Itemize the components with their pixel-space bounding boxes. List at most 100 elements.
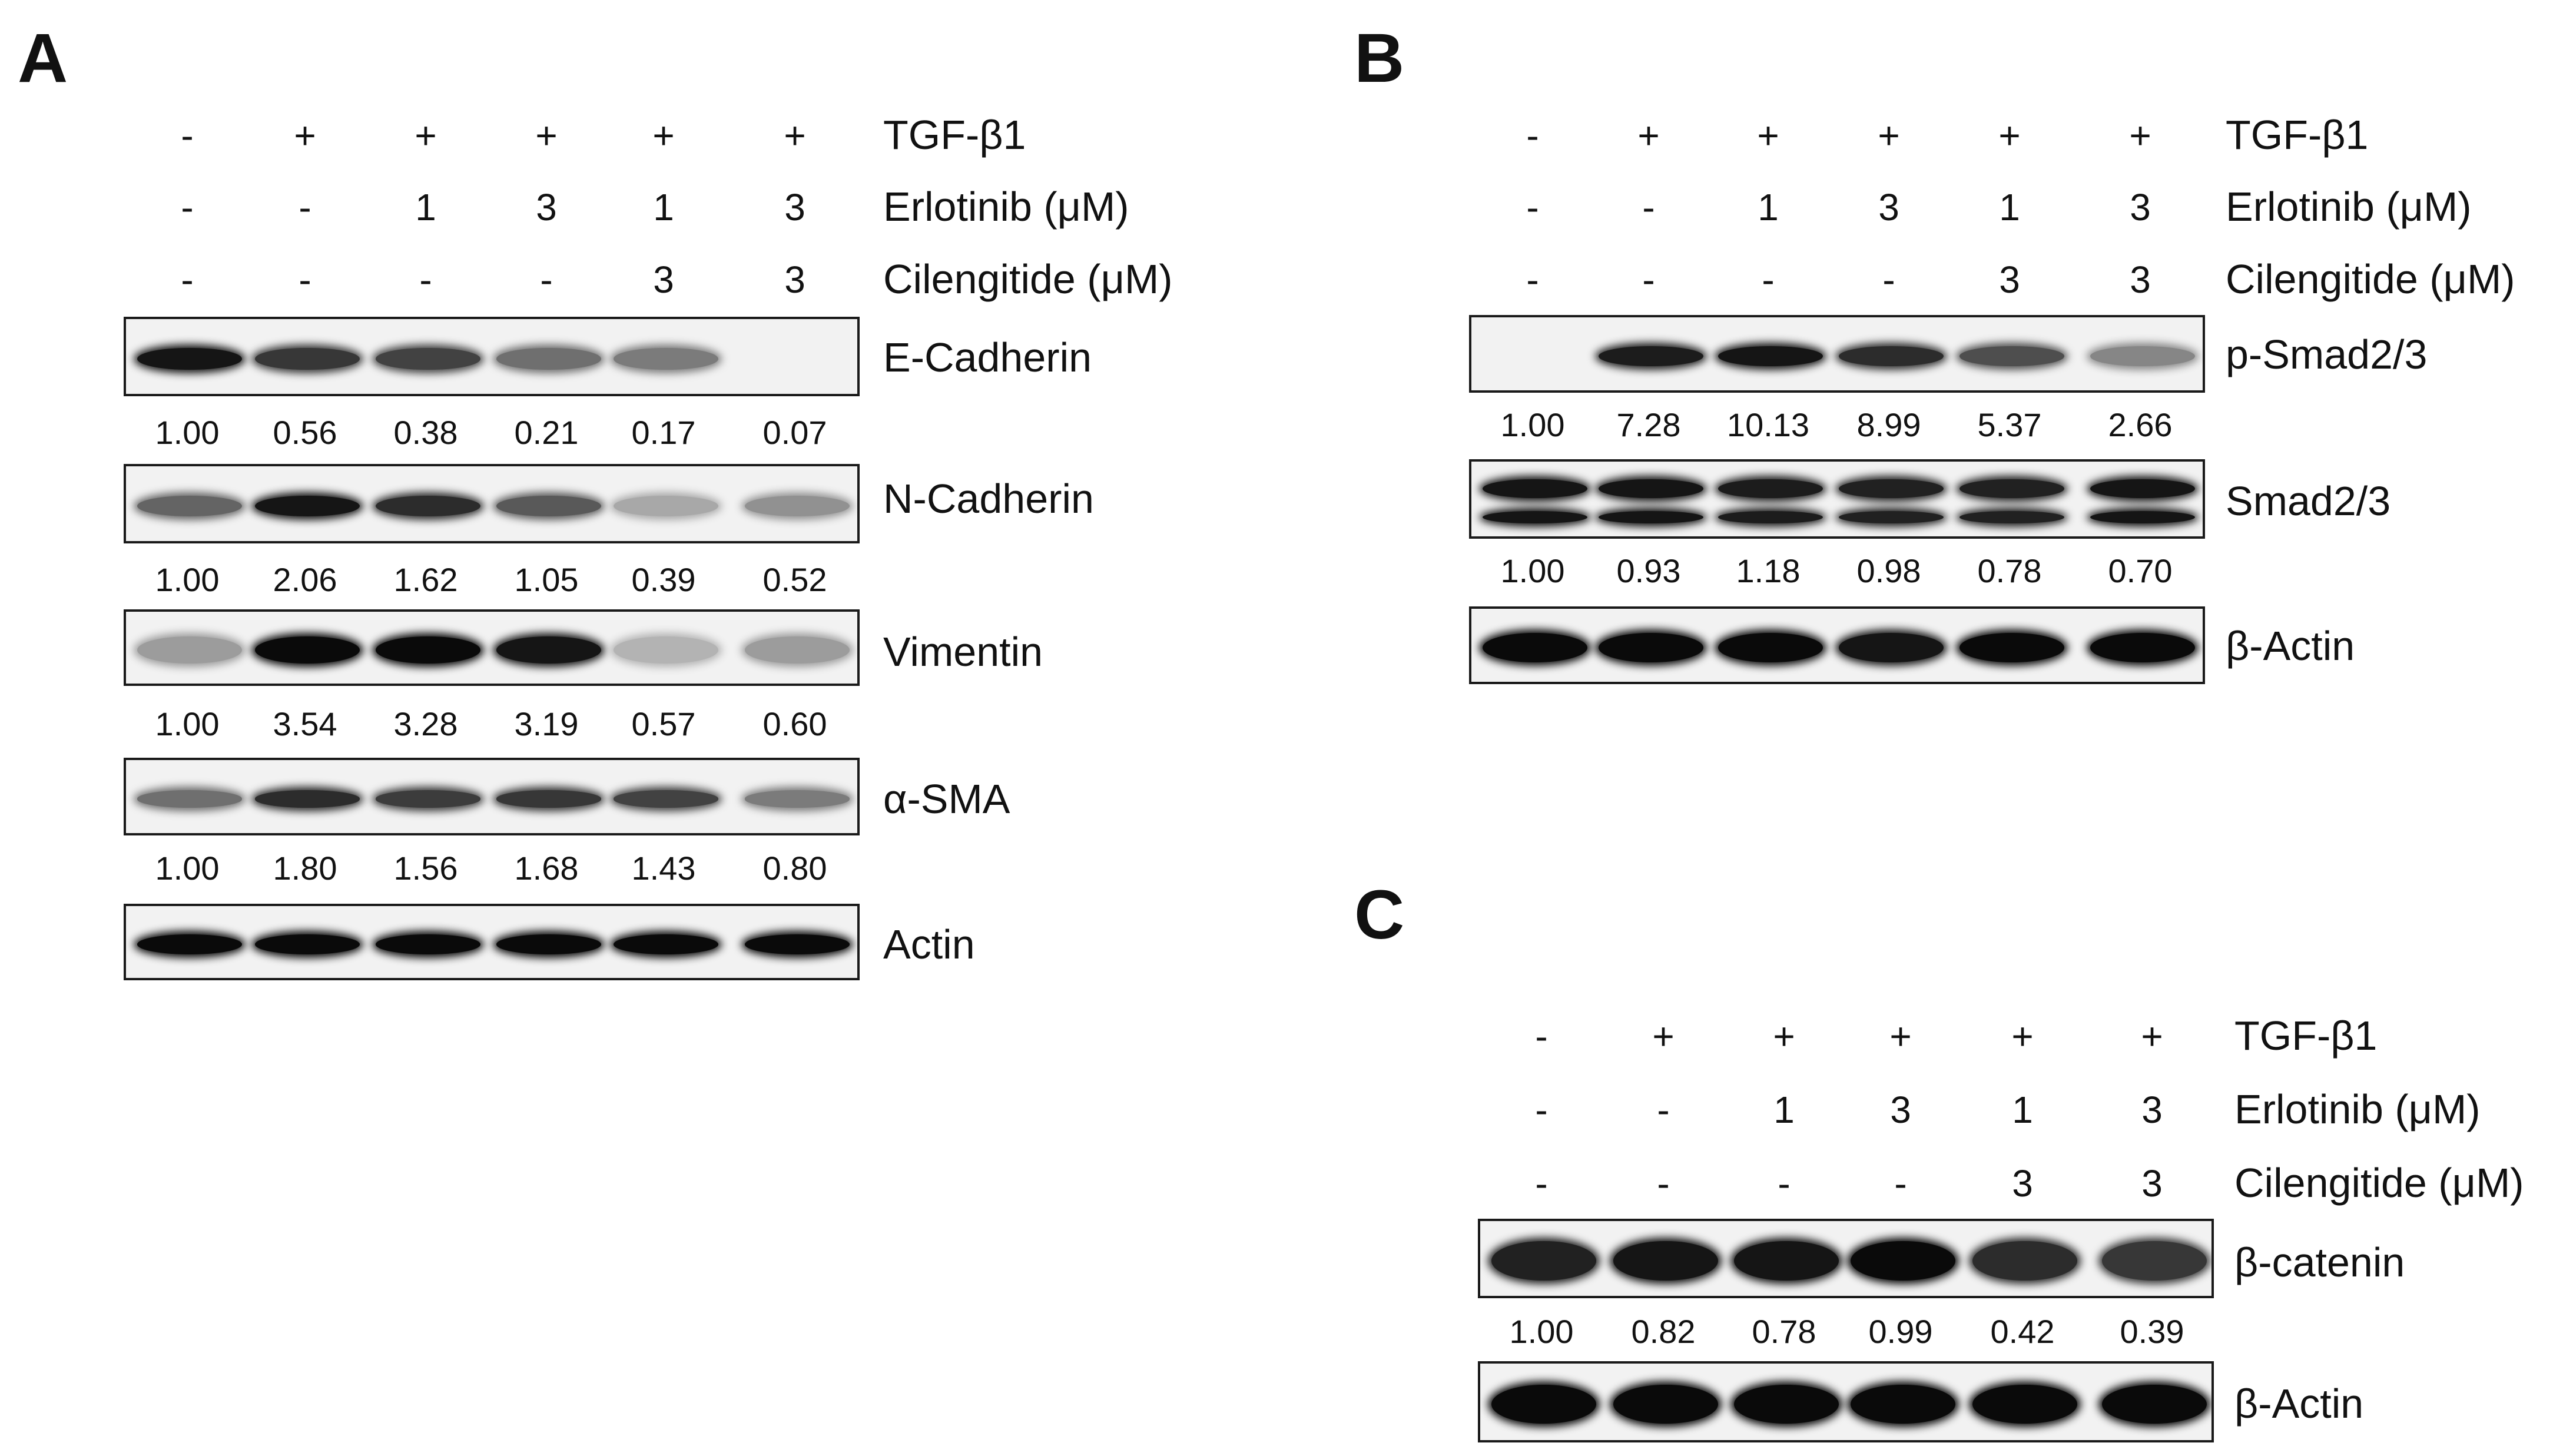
treatment-value: -: [181, 186, 194, 228]
quantification-value: 0.52: [762, 561, 827, 598]
treatment-value: +: [1889, 1015, 1912, 1057]
protein-band: [1839, 479, 1944, 499]
blot-image: [124, 758, 860, 835]
treatment-value: 3: [2012, 1162, 2033, 1205]
quantification-value: 0.38: [393, 414, 458, 451]
quantification-value: 0.39: [631, 561, 696, 598]
protein-band: [614, 934, 718, 954]
blot-image: [1478, 1219, 2214, 1298]
treatment-value: 3: [536, 186, 557, 228]
protein-band: [1959, 510, 2064, 524]
blot-label: α-SMA: [883, 776, 1010, 822]
protein-band: [496, 790, 601, 808]
quantification-value: 1.00: [155, 414, 220, 451]
protein-band: [255, 934, 360, 954]
treatment-value: +: [2129, 114, 2151, 157]
panel-b-letter: B: [1354, 19, 1405, 97]
quantification-value: 0.98: [1856, 552, 1921, 589]
protein-band: [745, 495, 850, 517]
blot-image: [1469, 606, 2205, 684]
quantification-value: 1.18: [1736, 552, 1801, 589]
protein-band: [137, 934, 242, 954]
treatment-value: -: [1882, 258, 1895, 301]
treatment-value: 1: [1758, 186, 1779, 228]
protein-band: [1734, 1384, 1839, 1424]
protein-band: [1491, 1241, 1596, 1281]
treatment-value: +: [2011, 1015, 2034, 1057]
quantification-value: 0.07: [762, 414, 827, 451]
quantification-value: 0.99: [1868, 1313, 1933, 1350]
treatment-value: -: [1535, 1015, 1548, 1057]
quantification-value: 0.57: [631, 705, 696, 742]
protein-band: [1839, 510, 1944, 524]
quantification-value: 1.00: [155, 561, 220, 598]
quantification-value: 3.19: [514, 705, 579, 742]
quantification-value: 0.60: [762, 705, 827, 742]
quantification-value: 8.99: [1856, 406, 1921, 443]
treatment-value: 3: [1999, 258, 2020, 301]
protein-band: [1839, 632, 1944, 663]
quantification-value: 0.42: [1990, 1313, 2055, 1350]
protein-band: [1839, 346, 1944, 367]
protein-band: [496, 636, 601, 664]
protein-band: [1613, 1384, 1718, 1424]
quantification-value: 0.70: [2108, 552, 2173, 589]
treatment-value: +: [415, 114, 437, 157]
blot-label: β-catenin: [2234, 1239, 2405, 1285]
protein-band: [2090, 346, 2195, 367]
blot-image: [124, 609, 860, 686]
quantification-value: 3.28: [393, 705, 458, 742]
treatment-value: -: [1657, 1089, 1670, 1131]
treatment-value: -: [1535, 1089, 1548, 1131]
protein-band: [137, 790, 242, 808]
quantification-value: 1.00: [1500, 552, 1565, 589]
protein-band: [1734, 1241, 1839, 1281]
blot-label: E-Cadherin: [883, 334, 1092, 380]
quantification-value: 0.78: [1977, 552, 2042, 589]
treatment-value: 1: [1773, 1089, 1795, 1131]
treatment-value: -: [1642, 258, 1655, 301]
quantification-value: 2.06: [273, 561, 337, 598]
blot-label: β-Actin: [2234, 1381, 2364, 1427]
treatment-value: 1: [2012, 1089, 2033, 1131]
treatment-value: -: [1894, 1162, 1907, 1205]
protein-band: [1851, 1384, 1955, 1424]
quantification-value: 3.54: [273, 705, 337, 742]
treatment-value: -: [1762, 258, 1775, 301]
quantification-value: 0.17: [631, 414, 696, 451]
protein-band: [614, 347, 718, 370]
protein-band: [1599, 510, 1703, 524]
blot-label: p-Smad2/3: [2226, 331, 2428, 377]
protein-band: [745, 934, 850, 954]
treatment-value: -: [540, 258, 553, 301]
treatment-value: -: [181, 114, 194, 157]
protein-band: [1483, 632, 1587, 663]
protein-band: [1959, 632, 2064, 663]
treatment-value: +: [1998, 114, 2021, 157]
treatment-label: Cilengitide (μM): [2234, 1160, 2524, 1206]
treatment-label: TGF-β1: [2226, 112, 2369, 158]
treatment-value: 3: [784, 258, 805, 301]
treatment-value: 1: [653, 186, 674, 228]
blot-label: Smad2/3: [2226, 478, 2391, 524]
treatment-value: +: [2141, 1015, 2163, 1057]
blot-image: [1469, 459, 2205, 539]
protein-band: [614, 495, 718, 517]
blot-image: [124, 464, 860, 543]
quantification-value: 0.80: [762, 850, 827, 887]
protein-band: [255, 636, 360, 664]
treatment-value: +: [1757, 114, 1779, 157]
treatment-value: 3: [653, 258, 674, 301]
treatment-label: TGF-β1: [883, 112, 1026, 158]
treatment-value: -: [1642, 186, 1655, 228]
protein-band: [376, 636, 480, 664]
protein-band: [496, 934, 601, 954]
quantification-value: 0.93: [1616, 552, 1681, 589]
treatment-value: +: [652, 114, 675, 157]
quantification-value: 2.66: [2108, 406, 2173, 443]
treatment-value: -: [1526, 258, 1539, 301]
protein-band: [1599, 346, 1703, 367]
treatment-value: 3: [2130, 258, 2151, 301]
protein-band: [137, 636, 242, 664]
quantification-value: 5.37: [1977, 406, 2042, 443]
